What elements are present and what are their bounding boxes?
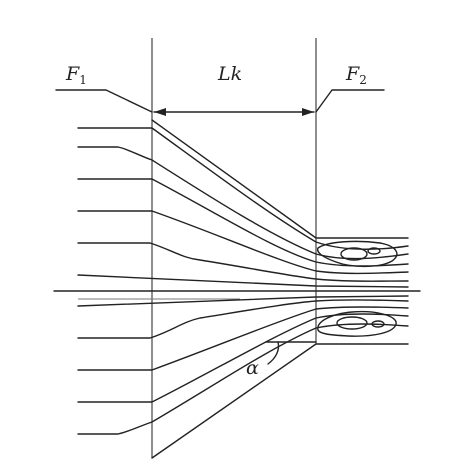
- streamline: [77, 146, 409, 260]
- streamline: [77, 274, 409, 288]
- lk-label: Lk: [217, 63, 242, 85]
- streamline: [77, 299, 409, 339]
- lower-streamlines: [77, 295, 409, 435]
- lower-wall: [151, 343, 317, 459]
- f1-leader: [55, 89, 153, 113]
- upper-streamlines: [77, 127, 409, 288]
- streamline: [77, 127, 409, 250]
- upper-wall: [151, 119, 317, 239]
- f1-label: F1: [65, 63, 87, 87]
- angle-arc: [267, 341, 280, 365]
- streamline: [77, 323, 409, 435]
- streamline: [77, 306, 409, 371]
- f2-label: F2: [345, 63, 367, 87]
- f2-leader: [315, 89, 385, 113]
- lower-vortex: [317, 310, 397, 337]
- streamline: [77, 210, 409, 275]
- streamline: [77, 295, 409, 307]
- streamline: [77, 242, 409, 282]
- streamline: [77, 178, 409, 267]
- alpha-label: α: [246, 357, 259, 379]
- streamline: [77, 313, 409, 403]
- upper-vortex: [316, 240, 398, 268]
